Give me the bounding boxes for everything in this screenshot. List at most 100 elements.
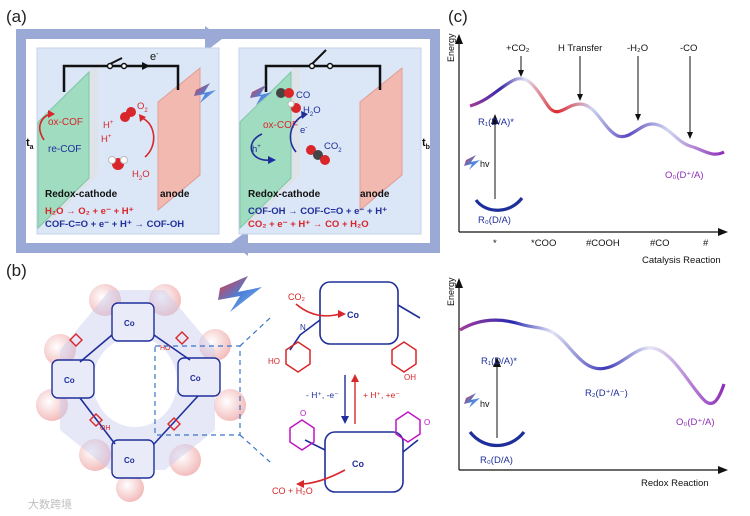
y-label-top: Energy — [446, 33, 456, 62]
svg-text:OH: OH — [100, 425, 111, 432]
time-label-b: tb — [422, 137, 430, 151]
imine-linkers — [79, 334, 199, 445]
panel-c: (c) Energy Catalysis Reaction +CO₂ H Tra… — [446, 7, 728, 489]
quinone-right — [395, 411, 421, 443]
hplus-2-left: H+ — [101, 134, 112, 145]
svg-text:O: O — [424, 418, 430, 427]
tick-label-4: # — [703, 238, 709, 249]
electron-label-left: e- — [150, 51, 159, 63]
reduction-arrow-right — [289, 114, 305, 153]
state-o0-top: O₀(D⁺/A) — [665, 170, 704, 181]
step-oxidation: - H⁺, -e⁻ — [306, 390, 339, 400]
svg-text:Co: Co — [124, 456, 135, 465]
cathode-label-left: Redox-cathode — [45, 189, 118, 200]
tick-label-2: #COOH — [586, 238, 620, 249]
co-molecule-icon — [276, 88, 286, 98]
time-label-a: ta — [26, 137, 34, 151]
svg-text:Co: Co — [124, 319, 135, 328]
porphyrin-node-bottom: Co — [111, 439, 155, 479]
anode-plate-left — [157, 66, 201, 212]
panel-b-label: (b) — [6, 261, 27, 280]
step-co2: +CO₂ — [506, 43, 530, 54]
step-co: -CO — [680, 43, 697, 54]
hv-label-top: hv — [480, 159, 490, 169]
equation-left-2: COF-C=O + e⁻ + H⁺ → COF-OH — [45, 219, 184, 230]
ground-well-top — [474, 196, 524, 212]
co2-reactant: CO₂ — [288, 292, 306, 302]
switch-right-open — [311, 49, 327, 65]
state-r0-bottom: R₀(D/A) — [480, 455, 513, 466]
o2-label-left: O2 — [137, 101, 148, 114]
pore — [93, 337, 177, 427]
state-r0-top: R₀(D/A) — [478, 215, 511, 226]
svg-text:Co: Co — [347, 310, 359, 320]
zoom-line-top — [239, 317, 271, 347]
svg-text:HO: HO — [160, 345, 171, 352]
x-label-bottom: Redox Reaction — [641, 478, 709, 489]
co2-arrow — [295, 303, 341, 317]
porphyrin-node-left: Co — [51, 359, 95, 399]
state-r1-top: R₁(D/A)* — [478, 117, 514, 128]
hv-label-bottom: hv — [480, 399, 490, 409]
panel-a: (a) e- ox-COF re-COF H+ H+ O2 — [6, 7, 440, 256]
zoom-line-bottom — [239, 434, 271, 463]
light-icon-right — [250, 85, 272, 105]
x-label-top: Catalysis Reaction — [642, 255, 721, 266]
state-r2-bottom: R₂(D⁺/A⁻) — [585, 388, 628, 399]
step-h-transfer: H Transfer — [558, 43, 602, 54]
molecule-reduced: Co N HO OH CO₂ — [268, 281, 421, 382]
light-icon — [194, 83, 216, 103]
cof-framework: Co Co Co Co HO OH — [36, 284, 271, 502]
svg-text:OH: OH — [404, 373, 416, 382]
co2-molecule-icon — [306, 145, 316, 155]
products-label: CO + H₂O — [272, 486, 313, 496]
tick-label-1: *COO — [531, 238, 556, 249]
porphyrin-node-top: Co — [111, 302, 155, 342]
anode-plate-right — [359, 66, 403, 212]
panel-c-label: (c) — [448, 7, 468, 26]
co2-label-right: CO2 — [324, 141, 342, 154]
tick-label-0: * — [493, 238, 497, 249]
svg-text:O: O — [300, 409, 306, 418]
tick-label-3: #CO — [650, 238, 670, 249]
chamber-right: CO H2O ox-COF h+ e- CO2 tb Redox-cathode… — [238, 47, 430, 235]
light-icon-b — [218, 276, 262, 312]
ox-cof-label-left: ox-COF — [48, 117, 83, 128]
cathode-label-right: Redox-cathode — [248, 189, 321, 200]
catechol-units — [69, 331, 189, 431]
hole-label-right: h+ — [252, 144, 261, 155]
equation-right-2: CO₂ + e⁻ + H⁺ → CO + H₂O — [248, 219, 369, 230]
h2o-label-right: H2O — [303, 105, 321, 118]
catalysis-curve — [469, 77, 725, 156]
energy-diagram-catalysis: Energy Catalysis Reaction +CO₂ H Transfe… — [446, 33, 728, 266]
co-label-right: CO — [296, 90, 310, 101]
cycle-arrow-right — [250, 133, 271, 161]
catechol-left — [285, 341, 311, 373]
state-r1-bottom: R₁(D/A)* — [481, 356, 517, 367]
photon-icon-top — [464, 155, 480, 170]
quinone-left — [289, 419, 315, 451]
electron-label-right: e- — [300, 125, 307, 136]
step-reduction: + H⁺, +e⁻ — [363, 390, 400, 400]
redox-curve — [459, 318, 726, 406]
frame-arrow-left — [231, 230, 248, 256]
svg-text:Co: Co — [352, 459, 364, 469]
oxidation-arrow-left — [141, 117, 155, 158]
chamber-left: e- ox-COF re-COF H+ H+ O2 H2O ta Redox-c… — [26, 47, 220, 235]
y-label-bottom: Energy — [446, 277, 456, 306]
step-h2o: -H₂O — [627, 43, 648, 54]
equation-left-1: H₂O → O₂ + e⁻ + H⁺ — [45, 206, 134, 217]
anode-label-left: anode — [160, 189, 190, 200]
state-o0-bottom: O₀(D⁺/A) — [676, 417, 715, 428]
watermark: 大数跨境 — [28, 497, 72, 511]
catechol-right — [391, 341, 417, 373]
hplus-1-left: H+ — [103, 120, 114, 131]
h2o-label-left: H2O — [132, 169, 150, 182]
zoom-box — [154, 345, 241, 436]
energy-diagram-redox: Energy Redox Reaction R₁(D/A)* R₂(D⁺/A⁻)… — [446, 277, 728, 489]
photon-icon-bottom — [464, 393, 480, 408]
panel-a-label: (a) — [6, 7, 27, 26]
frame-arrow-right — [205, 26, 222, 52]
ground-well-bottom — [468, 430, 526, 447]
ox-cof-label-right: ox-COF — [263, 120, 298, 131]
